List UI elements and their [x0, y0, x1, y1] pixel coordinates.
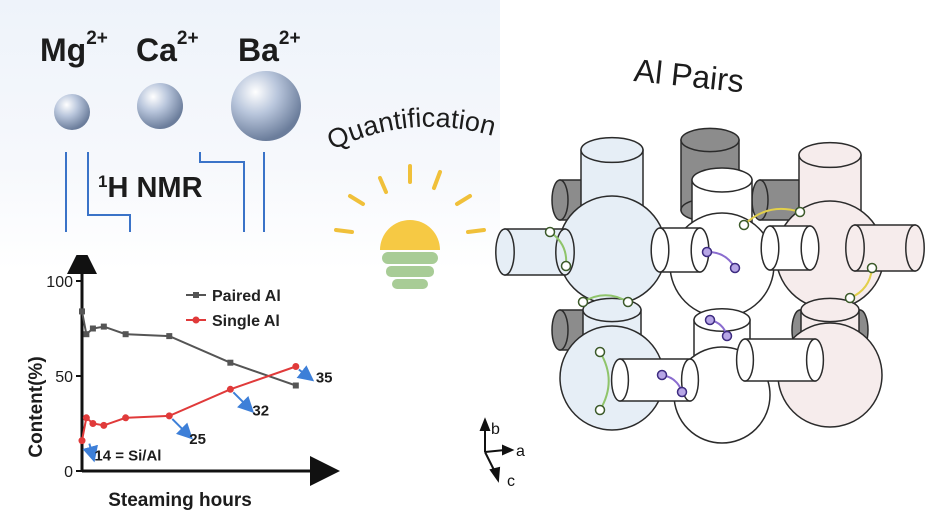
data-point	[82, 414, 90, 422]
ion-label-mg: Mg2+	[40, 28, 108, 68]
annotations-layer: 14 = Si/Al 25 32 35	[82, 365, 333, 465]
data-point	[165, 412, 173, 420]
content-chart: Content(%) Steaming hours 0 50 100 14 = Si…	[26, 255, 340, 511]
al-pair-purple	[704, 314, 733, 342]
data-point	[166, 333, 173, 340]
data-point	[100, 323, 107, 330]
channel-center-left	[650, 227, 710, 273]
data-point	[89, 325, 96, 332]
al-pair-green	[544, 226, 572, 272]
channel-left-side	[495, 228, 575, 276]
axis-a-label: a	[516, 443, 525, 460]
legend-marker-paired	[193, 292, 199, 298]
al-pair-yellow	[738, 206, 806, 231]
al-pair-purple	[656, 369, 688, 398]
y-tick-label: 100	[46, 274, 73, 291]
channel-right-side	[845, 224, 925, 272]
channel-center-left-front	[610, 358, 700, 402]
data-point	[226, 385, 234, 393]
legend-marker-single	[192, 316, 200, 324]
al-pair-yellow	[844, 262, 878, 304]
annotation-arrow	[232, 391, 255, 413]
data-point	[122, 414, 130, 422]
x-axis-label: Steaming hours	[108, 490, 252, 511]
ion-label-ba: Ba2+	[238, 28, 301, 68]
annotation-arrow	[296, 365, 315, 382]
series-layer	[78, 308, 300, 445]
ba-ion-sphere	[231, 71, 301, 141]
legend-label-paired: Paired Al	[212, 288, 281, 305]
annotation-label: 25	[189, 431, 206, 448]
nmr-label: 1H NMR	[98, 172, 203, 204]
annotation-arrow	[171, 418, 193, 440]
mg-ion-sphere	[54, 94, 90, 130]
data-point	[83, 331, 90, 338]
y-axis-label: Content(%)	[26, 356, 47, 457]
channel-center-right	[760, 225, 820, 271]
annotation-label: 32	[252, 402, 269, 419]
al-pair-green	[594, 346, 610, 416]
axis-b-label: b	[491, 421, 500, 438]
y-tick-label: 50	[55, 369, 73, 386]
light-bulb-icon	[334, 164, 486, 289]
data-point	[79, 308, 85, 315]
chart-legend: Paired Al Single Al	[186, 288, 281, 330]
data-point	[100, 421, 108, 429]
ion-label-ca: Ca2+	[136, 28, 199, 68]
y-ticks: 0 50 100	[46, 274, 82, 481]
data-point	[78, 437, 86, 445]
annotation-arrow	[82, 443, 98, 463]
al-pair-green	[577, 294, 634, 308]
y-tick-label: 0	[64, 464, 73, 481]
data-point	[227, 359, 234, 366]
legend-label-single: Single Al	[212, 313, 280, 330]
al-pair-purple	[701, 246, 741, 274]
data-point	[292, 382, 299, 389]
data-point	[89, 420, 97, 427]
annotation-label: 35	[316, 370, 333, 387]
nmr-bracket-lines	[65, 152, 265, 232]
ca-ion-sphere	[137, 83, 183, 129]
annotation-label: 14 = Si/Al	[94, 448, 161, 465]
data-point	[122, 331, 129, 338]
axis-c-label: c	[507, 473, 515, 490]
channel-center-right-front	[735, 338, 825, 382]
